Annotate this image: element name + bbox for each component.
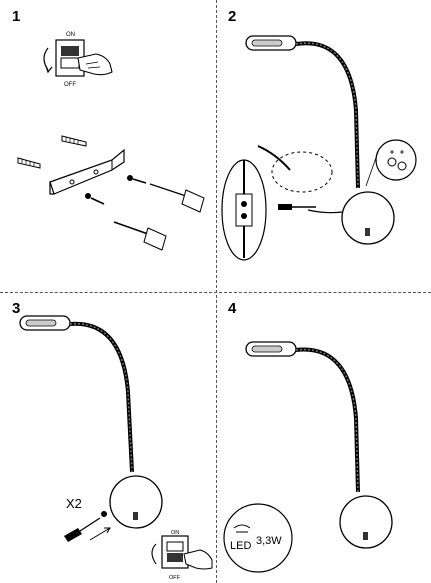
step-4-illustration: LED 3,3W bbox=[223, 341, 393, 573]
switch-on-label: ON bbox=[171, 530, 179, 536]
lamp-base-icon bbox=[341, 191, 395, 245]
lamp-head-icon bbox=[19, 315, 71, 331]
terminal-block-icon bbox=[221, 159, 267, 261]
lamp-base-icon bbox=[339, 495, 393, 549]
led-type-label: LED bbox=[230, 540, 251, 552]
arrow-icon bbox=[89, 527, 111, 541]
switch-on-label: ON bbox=[66, 32, 75, 38]
gooseneck-arm bbox=[295, 347, 360, 493]
zoom-circle bbox=[271, 151, 333, 193]
gooseneck-arm bbox=[295, 41, 360, 189]
power-switch-icon bbox=[43, 39, 85, 77]
hand-icon bbox=[77, 53, 113, 76]
vertical-divider bbox=[216, 0, 218, 583]
screwdriver-icon bbox=[64, 517, 101, 542]
earth-terminal-icon bbox=[365, 139, 417, 187]
switch-off-label: OFF bbox=[64, 82, 76, 88]
step-3-panel: 3 X2 ON OFF bbox=[0, 292, 216, 583]
step-4-number: 4 bbox=[228, 300, 237, 317]
screw-icon bbox=[127, 175, 147, 184]
horizontal-divider bbox=[0, 292, 431, 294]
gooseneck-arm bbox=[69, 321, 134, 473]
step-2-panel: 2 bbox=[216, 0, 431, 292]
step-1-panel: 1 ON OFF bbox=[0, 0, 216, 292]
lamp-base-icon bbox=[109, 475, 163, 529]
led-power-label: 3,3W bbox=[256, 535, 282, 547]
lamp-head-icon bbox=[245, 341, 297, 357]
screw-icon bbox=[101, 511, 107, 517]
lamp-head-icon bbox=[245, 35, 297, 51]
step-4-panel: 4 LED 3,3W bbox=[216, 292, 431, 583]
screwdriver-icon bbox=[278, 204, 316, 210]
cable-line bbox=[307, 209, 343, 214]
hand-icon bbox=[183, 549, 213, 570]
wall-bracket-icon bbox=[49, 148, 125, 195]
step-3-illustration: X2 ON OFF bbox=[19, 315, 213, 581]
screw-count-label: X2 bbox=[66, 496, 82, 511]
step-1-number: 1 bbox=[12, 8, 21, 25]
switch-off-label: OFF bbox=[169, 575, 181, 581]
step-2-illustration bbox=[221, 35, 417, 261]
step-2-number: 2 bbox=[228, 8, 237, 25]
wall-plug-icon-2 bbox=[61, 135, 87, 147]
screw-icon-2 bbox=[85, 193, 105, 205]
screwdriver-icon bbox=[149, 183, 205, 213]
drill-bit-icon bbox=[113, 221, 167, 251]
led-power-badge bbox=[223, 503, 293, 573]
wall-plug-icon bbox=[17, 157, 41, 169]
power-switch-icon bbox=[151, 535, 189, 569]
step-1-illustration: ON OFF bbox=[17, 32, 205, 251]
wire-icon bbox=[257, 145, 291, 171]
step-3-number: 3 bbox=[12, 300, 21, 317]
